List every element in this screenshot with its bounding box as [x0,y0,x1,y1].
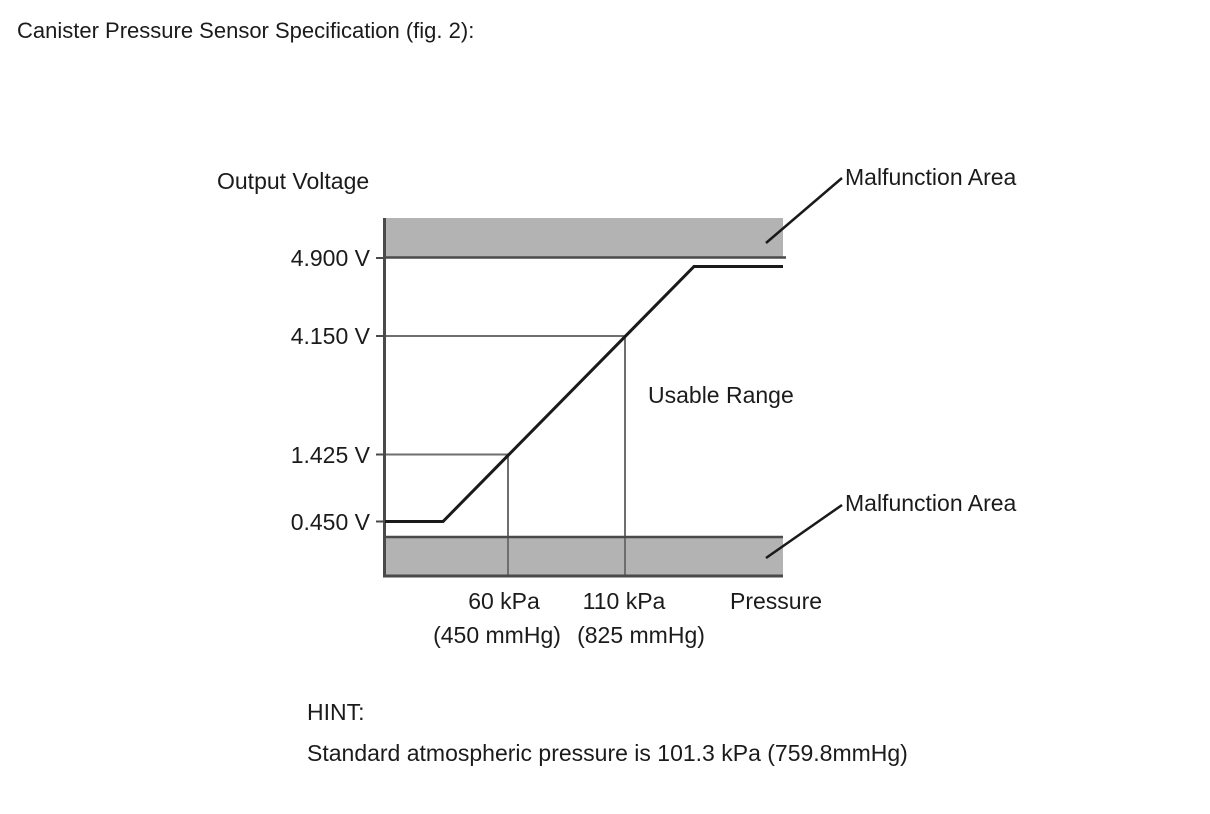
malfunction-area-label-top: Malfunction Area [845,164,1017,190]
malfunction-area-label-bottom: Malfunction Area [845,490,1017,516]
y-tick-label-4150: 4.150 V [290,323,370,349]
x-axis-title: Pressure [730,588,823,614]
usable-range-label: Usable Range [648,382,794,408]
y-axis-title: Output Voltage [217,168,370,194]
x-tick-sublabel-825mmhg: (825 mmHg) [577,622,705,648]
x-tick-label-60kpa: 60 kPa [468,588,540,614]
upper-malfunction-band [385,218,783,257]
page-title: Canister Pressure Sensor Specification (… [17,18,475,43]
y-tick-label-4900: 4.900 V [290,245,370,271]
x-tick-label-110kpa: 110 kPa [582,588,666,614]
y-tick-label-1425: 1.425 V [290,442,370,468]
y-tick-label-0450: 0.450 V [290,509,370,535]
hint-label: HINT: [307,699,365,725]
sensor-output-curve [385,265,783,523]
x-tick-sublabel-450mmhg: (450 mmHg) [433,622,561,648]
hint-text: Standard atmospheric pressure is 101.3 k… [307,740,908,766]
leader-line-bottom [765,503,843,560]
lower-malfunction-band [385,538,783,576]
leader-line-top [765,177,843,244]
